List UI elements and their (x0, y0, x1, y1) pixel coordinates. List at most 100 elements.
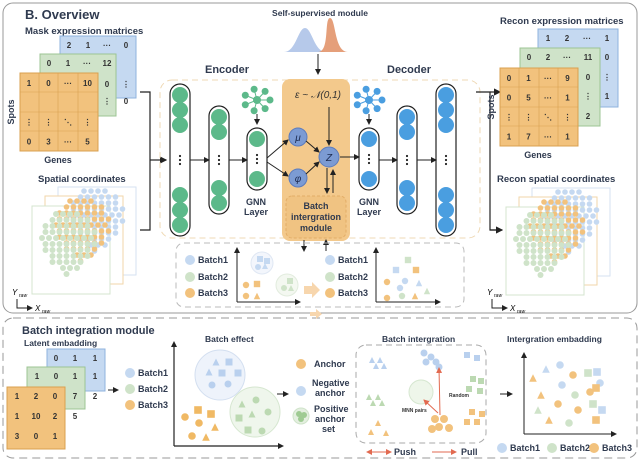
spot (56, 253, 63, 259)
spot (558, 205, 565, 211)
mini-legend: Batch3 (198, 288, 228, 298)
point (474, 355, 480, 361)
bim-label-1: Batch (303, 201, 328, 211)
spot (537, 224, 544, 230)
spot (551, 205, 558, 211)
spot (579, 217, 586, 223)
spot (593, 207, 600, 213)
cell: 5 (526, 94, 531, 103)
integration-embedding-title: Intergration embadding (507, 334, 602, 344)
neuron (249, 131, 265, 147)
cell: 0 (586, 73, 591, 82)
spot (534, 236, 540, 242)
latent-legend: Batch1 Batch2 Batch3 (125, 368, 168, 410)
spatial-coordinates (31, 186, 137, 295)
spot (63, 241, 70, 247)
spot (91, 194, 98, 200)
legend-batch1: Batch1 (510, 443, 540, 453)
spot (548, 212, 554, 218)
spot (572, 211, 579, 217)
point (558, 381, 566, 389)
transform-arrow (304, 282, 320, 298)
point (377, 357, 383, 363)
spot (105, 236, 112, 242)
spot (98, 216, 105, 222)
spot (105, 206, 112, 212)
spot (112, 218, 119, 224)
point (435, 423, 443, 431)
point (537, 391, 545, 399)
spot (63, 223, 70, 229)
spot (119, 218, 126, 224)
mu-label: μ (294, 133, 301, 144)
point (244, 426, 252, 434)
spot (56, 241, 63, 247)
recon-spatial-title: Recon spatial coordinates (497, 174, 615, 185)
spot (544, 254, 551, 260)
point (257, 256, 263, 262)
spot (46, 235, 52, 241)
point (253, 292, 261, 300)
point (242, 292, 250, 300)
negative-label-1: Negative (312, 378, 350, 388)
x-sub: raw (42, 309, 50, 315)
mini-legend: Batch3 (338, 288, 368, 298)
spot (67, 265, 73, 271)
module-frame (2, 317, 638, 459)
push-arrow (436, 367, 443, 416)
point (281, 285, 287, 291)
neuron (172, 117, 188, 133)
bottom-legend: Batch1 Batch2 Batch3 (497, 443, 632, 453)
spot (67, 198, 73, 204)
cell: 1 (53, 432, 58, 441)
point (287, 278, 293, 284)
bim-label-3: module (300, 223, 332, 233)
spot (119, 206, 126, 212)
point (404, 256, 412, 264)
spot (562, 199, 568, 205)
spot (84, 204, 91, 210)
spot (565, 211, 572, 217)
point (392, 266, 400, 274)
spot (77, 223, 84, 229)
input-bracket (140, 91, 151, 231)
spot (84, 223, 91, 229)
point (369, 357, 375, 363)
batch-preview-panel (175, 242, 465, 308)
spot (49, 229, 56, 235)
point (383, 278, 391, 286)
neuron (211, 180, 227, 196)
spot (77, 241, 84, 247)
spot (530, 248, 537, 254)
spot (565, 205, 572, 211)
point (464, 352, 470, 358)
negative-label-2: anchor (315, 388, 346, 398)
spot (49, 253, 56, 259)
cell: ⋱ (544, 113, 552, 122)
mnn-pairs-label: MNN pairs (402, 408, 427, 414)
spot (579, 207, 586, 213)
neuron (438, 202, 454, 218)
point (422, 358, 430, 366)
spots-label: Spots (6, 99, 16, 124)
spot (586, 219, 593, 225)
point (225, 358, 233, 366)
spot (544, 218, 551, 224)
point (534, 406, 542, 414)
spot (70, 223, 77, 229)
neuron (399, 109, 415, 125)
point (205, 368, 213, 376)
cell: 0 (605, 53, 610, 62)
point (398, 292, 406, 300)
batch-integration-box[interactable] (285, 195, 347, 239)
spot (81, 235, 87, 241)
gnn-graph-icon-decoder (353, 85, 386, 125)
spatial-title: Spatial coordinates (38, 174, 126, 185)
cell: ⋮ (122, 80, 130, 89)
spot (102, 222, 108, 228)
cell: 2 (93, 392, 98, 401)
cell: 0 (124, 97, 129, 106)
point (375, 394, 381, 400)
spot (572, 229, 579, 235)
